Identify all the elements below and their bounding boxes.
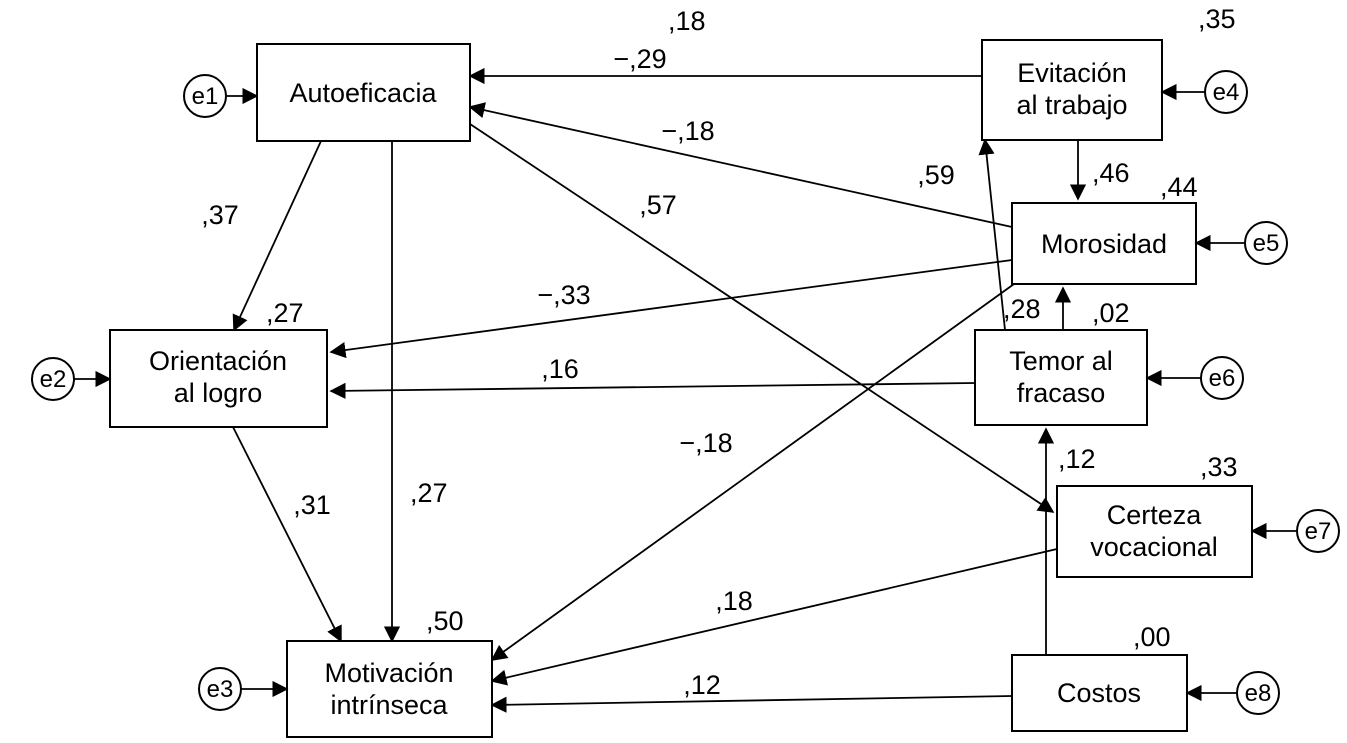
error-e1: e1 — [183, 74, 259, 118]
label-temor-line2: fracaso — [1017, 378, 1106, 408]
arrow-temor-evitacion — [978, 138, 1006, 331]
node-costos: Costos ,00 — [1011, 622, 1188, 732]
r2-morosidad: ,44 — [1160, 172, 1198, 202]
box-temor — [974, 329, 1148, 426]
coef-evitacion-autoeficacia: −,29 — [613, 44, 666, 74]
r2-certeza: ,33 — [1200, 452, 1238, 482]
label-motivacion-line1: Motivación — [324, 658, 453, 688]
box-motivacion — [286, 640, 493, 738]
r2-temor: ,02 — [1092, 298, 1130, 328]
arrow-autoeficacia-orientacion — [232, 140, 322, 332]
coef-autoeficacia-certeza: ,57 — [639, 190, 677, 220]
edge-temor-to-evitacion: ,59 — [917, 138, 1006, 331]
label-evitacion-line1: Evitación — [1017, 58, 1127, 88]
coef-autoeficacia-motivacion: ,27 — [410, 478, 448, 508]
label-autoeficacia: Autoeficacia — [289, 78, 437, 108]
error-e8: e8 — [1185, 671, 1280, 715]
r2-autoeficacia: ,18 — [668, 6, 706, 36]
label-motivacion-line2: intrínseca — [330, 690, 448, 720]
edge-morosidad-to-autoeficacia: −,18 — [468, 102, 1013, 228]
error-e5: e5 — [1194, 221, 1288, 265]
edge-morosidad-to-orientacion: −,33 — [329, 259, 1013, 359]
coef-morosidad-autoeficacia: −,18 — [661, 116, 714, 146]
coef-temor-evitacion: ,59 — [917, 160, 955, 190]
label-morosidad: Morosidad — [1041, 229, 1167, 259]
edge-evitacion-to-morosidad: ,46 — [1069, 140, 1130, 201]
error-label-e7: e7 — [1305, 518, 1332, 545]
arrow-orientacion-motivacion — [232, 426, 342, 643]
node-autoeficacia: Autoeficacia ,18 — [256, 6, 706, 142]
box-morosidad — [1011, 202, 1197, 285]
arrow-morosidad-motivacion — [490, 283, 1015, 661]
r2-costos: ,00 — [1133, 622, 1171, 652]
error-e4: e4 — [1160, 70, 1248, 114]
node-morosidad: Morosidad ,44 — [1011, 172, 1198, 285]
coef-temor-orientacion: ,16 — [541, 354, 579, 384]
error-label-e4: e4 — [1213, 79, 1240, 106]
coef-orientacion-motivacion: ,31 — [293, 490, 331, 520]
label-certeza-line2: vocacional — [1090, 532, 1218, 562]
edge-temor-to-orientacion: ,16 — [329, 354, 976, 399]
box-costos — [1011, 654, 1188, 732]
box-evitacion — [981, 39, 1163, 141]
error-label-e6: e6 — [1209, 365, 1236, 392]
edge-autoeficacia-to-certeza: ,57 — [469, 123, 1055, 513]
error-label-e5: e5 — [1253, 230, 1280, 257]
label-evitacion-line2: al trabajo — [1016, 90, 1127, 120]
coef-costos-motivacion: ,12 — [683, 670, 721, 700]
edge-orientacion-to-motivacion: ,31 — [232, 426, 342, 643]
edge-autoeficacia-to-orientacion: ,37 — [201, 140, 322, 332]
node-temor-al-fracaso: Temor al fracaso ,02 — [974, 298, 1148, 426]
error-label-e8: e8 — [1245, 680, 1272, 707]
coef-evitacion-morosidad: ,46 — [1092, 158, 1130, 188]
label-costos: Costos — [1057, 678, 1141, 708]
arrow-temor-orientacion — [329, 382, 976, 399]
node-orientacion-al-logro: Orientación al logro ,27 — [109, 298, 328, 428]
coef-morosidad-orientacion: −,33 — [537, 280, 590, 310]
node-certeza-vocacional: Certeza vocacional ,33 — [1056, 452, 1253, 578]
coef-costos-temor: ,12 — [1058, 444, 1096, 474]
error-e3: e3 — [198, 667, 289, 711]
coef-morosidad-motivacion: −,18 — [679, 428, 732, 458]
arrow-certeza-motivacion — [490, 548, 1058, 686]
edge-evitacion-to-autoeficacia: −,29 — [468, 44, 982, 85]
node-motivacion-intrinseca: Motivación intrínseca ,50 — [286, 606, 493, 738]
r2-motivacion: ,50 — [426, 606, 464, 636]
node-evitacion-al-trabajo: Evitación al trabajo ,35 — [981, 4, 1236, 141]
error-e7: e7 — [1250, 509, 1340, 553]
edge-temor-to-morosidad: ,28 — [1003, 286, 1072, 330]
edge-certeza-to-motivacion: ,18 — [490, 548, 1058, 686]
coef-certeza-motivacion: ,18 — [715, 586, 753, 616]
box-orientacion — [109, 329, 328, 428]
arrow-costos-motivacion — [490, 695, 1013, 713]
edge-costos-to-motivacion: ,12 — [490, 670, 1013, 713]
r2-evitacion: ,35 — [1198, 4, 1236, 34]
error-label-e2: e2 — [40, 366, 67, 393]
label-temor-line1: Temor al — [1009, 346, 1113, 376]
error-e6: e6 — [1145, 356, 1244, 400]
arrow-morosidad-orientacion — [329, 259, 1013, 359]
coef-temor-morosidad: ,28 — [1003, 294, 1041, 324]
edge-morosidad-to-motivacion: −,18 — [490, 283, 1015, 661]
coef-autoeficacia-orientacion: ,37 — [201, 200, 239, 230]
edge-costos-to-temor: ,12 — [1037, 427, 1096, 655]
label-orientacion-line1: Orientación — [149, 346, 287, 376]
error-label-e1: e1 — [192, 83, 219, 110]
arrow-autoeficacia-certeza — [469, 123, 1055, 513]
error-e2: e2 — [31, 357, 112, 401]
label-orientacion-line2: al logro — [174, 378, 263, 408]
box-certeza — [1056, 485, 1253, 578]
arrow-morosidad-autoeficacia — [468, 102, 1013, 228]
error-label-e3: e3 — [207, 676, 234, 703]
r2-orientacion: ,27 — [266, 298, 304, 328]
label-certeza-line1: Certeza — [1107, 500, 1203, 530]
